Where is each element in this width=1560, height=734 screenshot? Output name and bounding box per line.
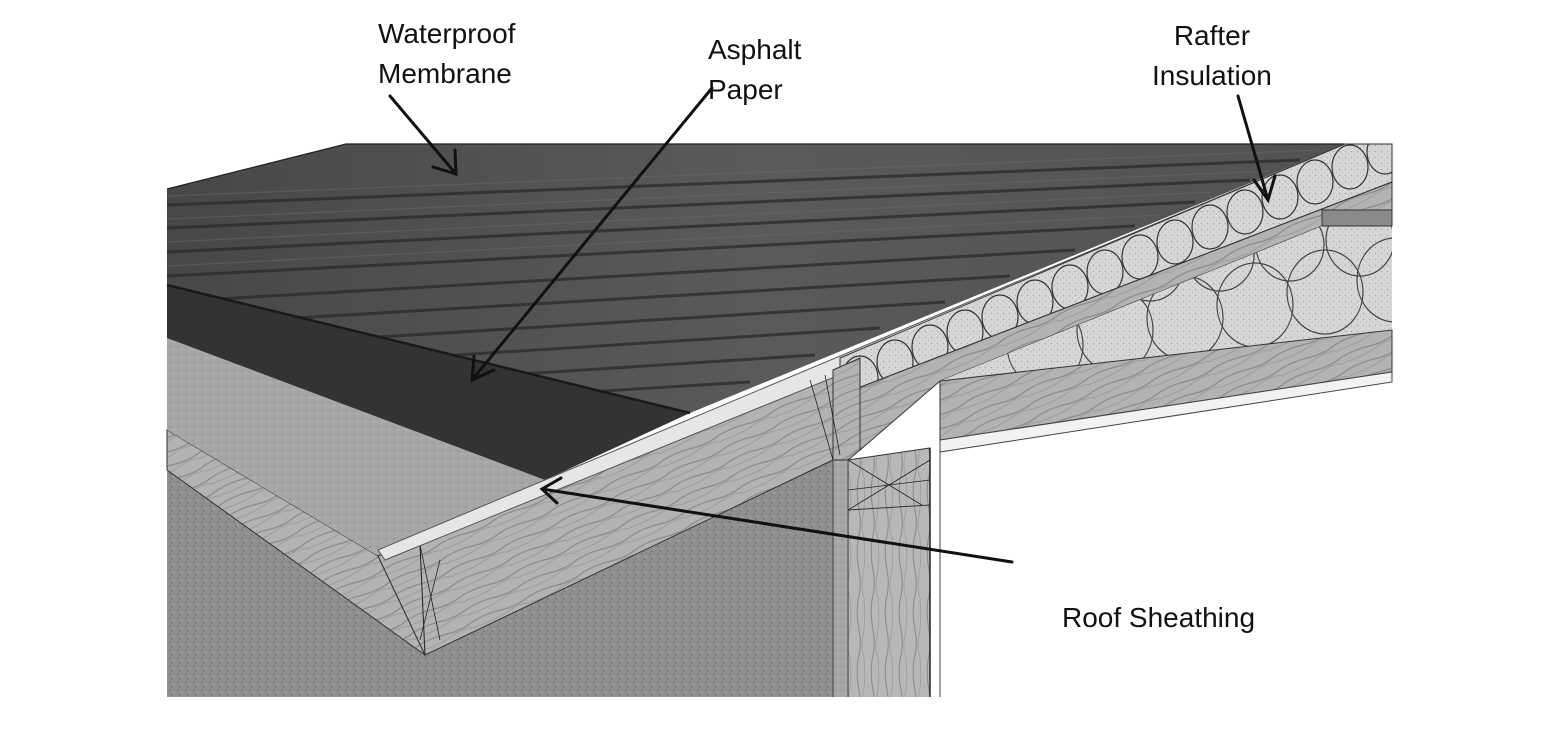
wall-stud: [847, 504, 931, 699]
label-waterproof-membrane-line2: Membrane: [378, 58, 512, 89]
label-rafter-insulation-line2: Insulation: [1152, 60, 1272, 91]
label-asphalt-paper: Asphalt Paper: [708, 30, 801, 110]
label-waterproof-membrane-line1: Waterproof: [378, 18, 516, 49]
label-waterproof-membrane: Waterproof Membrane: [378, 14, 515, 94]
label-asphalt-paper-line2: Paper: [708, 74, 783, 105]
leader-arrows: [388, 86, 1277, 564]
label-roof-sheathing: Roof Sheathing: [1062, 598, 1255, 638]
stucco-wall: [167, 460, 833, 698]
label-roof-sheathing-text: Roof Sheathing: [1062, 602, 1256, 633]
label-rafter-insulation: Rafter Insulation: [1152, 16, 1272, 96]
stud-gap: [832, 459, 849, 699]
label-rafter-insulation-line1: Rafter: [1173, 20, 1251, 51]
arrow-asphalt-paper: [470, 86, 714, 383]
arrow-waterproof-membrane: [388, 94, 458, 177]
arrow-roof-sheathing: [539, 476, 1014, 564]
label-asphalt-paper-line1: Asphalt: [708, 34, 802, 65]
ceiling-drywall: [939, 371, 1393, 453]
stucco-top-surface: [167, 338, 545, 556]
asphalt-paper-layer: [167, 285, 690, 480]
arrow-rafter-insulation: [1236, 94, 1277, 204]
